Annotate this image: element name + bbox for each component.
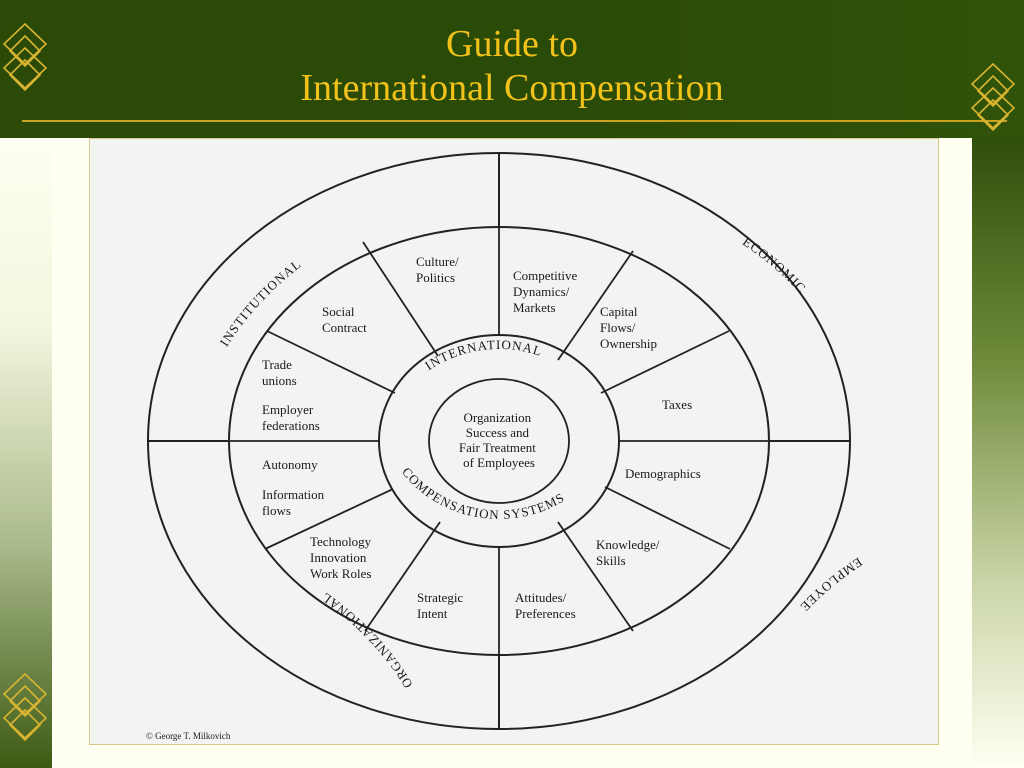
label-international: INTERNATIONAL <box>422 337 544 373</box>
spoke <box>557 521 634 632</box>
segment-strategic-intent: Strategic Intent <box>417 590 466 621</box>
title-line-2: International Compensation <box>300 67 724 109</box>
label-economic: ECONOMIC <box>740 234 809 296</box>
left-gradient-strip <box>0 138 52 768</box>
slide-title: Guide to International Compensation <box>0 22 1024 110</box>
label-employee: EMPLOYEE <box>797 555 865 615</box>
segment-technology-innovation: Technology Innovation Work Roles <box>310 534 374 581</box>
spoke <box>266 330 396 394</box>
compensation-wheel: INSTITUTIONAL ECONOMIC EMPLOYEE ORGANIZA… <box>147 152 865 730</box>
spoke <box>364 521 441 632</box>
spoke <box>362 241 439 357</box>
compensation-wheel-figure: INSTITUTIONAL ECONOMIC EMPLOYEE ORGANIZA… <box>89 138 939 745</box>
segment-employer-federations: Employer federations <box>262 402 320 433</box>
diamond-ornament-icon <box>2 22 48 92</box>
spoke <box>557 250 634 361</box>
segment-trade-unions: Trade unions <box>262 357 297 388</box>
segment-taxes: Taxes <box>662 397 692 412</box>
segment-knowledge-skills: Knowledge/ Skills <box>596 537 663 568</box>
title-bar <box>0 0 1024 138</box>
spoke <box>604 486 731 550</box>
segment-social-contract: Social Contract <box>322 304 367 335</box>
label-compensation-systems: COMPENSATION SYSTEMS <box>399 464 567 522</box>
segment-autonomy: Autonomy <box>262 457 318 472</box>
spoke <box>600 330 730 394</box>
title-line-1: Guide to <box>446 23 578 65</box>
title-underline <box>22 120 1007 122</box>
segment-capital-flows: Capital Flows/ Ownership <box>600 304 657 351</box>
segment-competitive-dynamics: Competitive Dynamics/ Markets <box>513 268 581 315</box>
spoke <box>264 488 394 550</box>
segment-culture-politics: Culture/ Politics <box>416 254 462 285</box>
segment-demographics: Demographics <box>625 466 701 481</box>
center-goal-text: Organization Success and Fair Treatment … <box>459 410 539 470</box>
segment-information-flows: Information flows <box>262 487 327 518</box>
copyright-credit: © George T. Milkovich <box>146 731 231 741</box>
diamond-ornament-icon <box>970 62 1016 132</box>
label-institutional: INSTITUTIONAL <box>217 256 305 349</box>
segment-attitudes-preferences: Attitudes/ Preferences <box>515 590 576 621</box>
diamond-ornament-icon <box>2 672 48 742</box>
right-gradient-strip <box>972 138 1024 768</box>
center-ring <box>428 378 570 504</box>
